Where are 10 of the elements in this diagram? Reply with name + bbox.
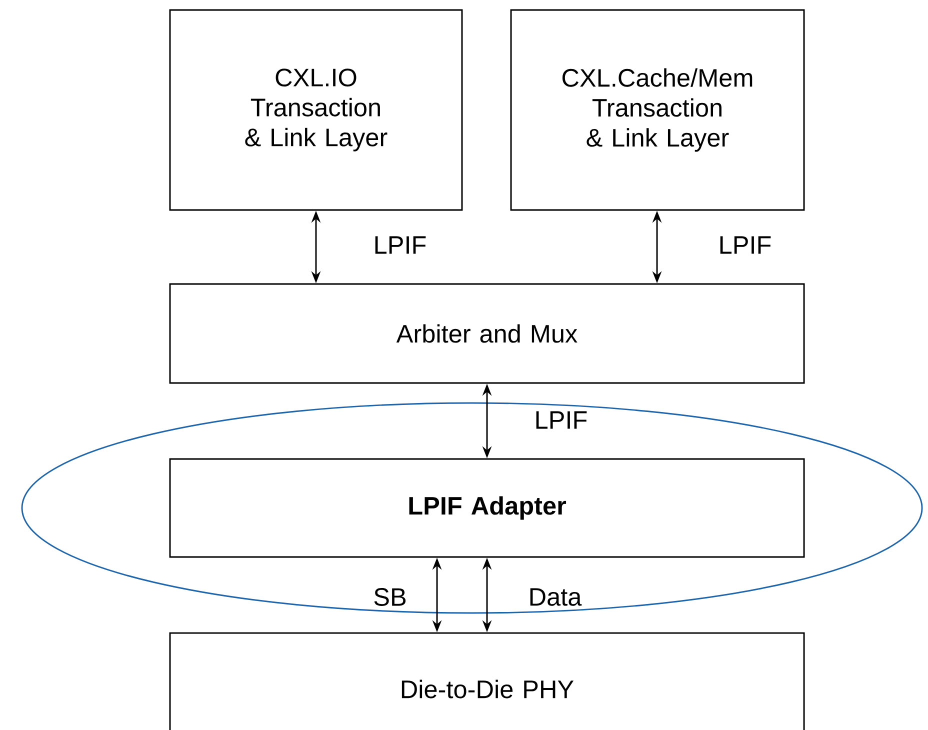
edge-label: LPIF — [720, 236, 771, 254]
layer-box: LPIF Adapter — [169, 458, 805, 558]
layer-box: CXL.IO Transaction & Link Layer — [169, 9, 463, 211]
layer-box: Die-to-Die PHY — [169, 632, 805, 730]
edge-label: LPIF — [375, 236, 426, 254]
edge-label: Data — [530, 588, 582, 606]
edge-label: LPIF — [536, 411, 587, 429]
layer-box: Arbiter and Mux — [169, 283, 805, 384]
layer-box: CXL.Cache/Mem Transaction & Link Layer — [510, 9, 805, 211]
edge-label: SB — [374, 588, 406, 606]
